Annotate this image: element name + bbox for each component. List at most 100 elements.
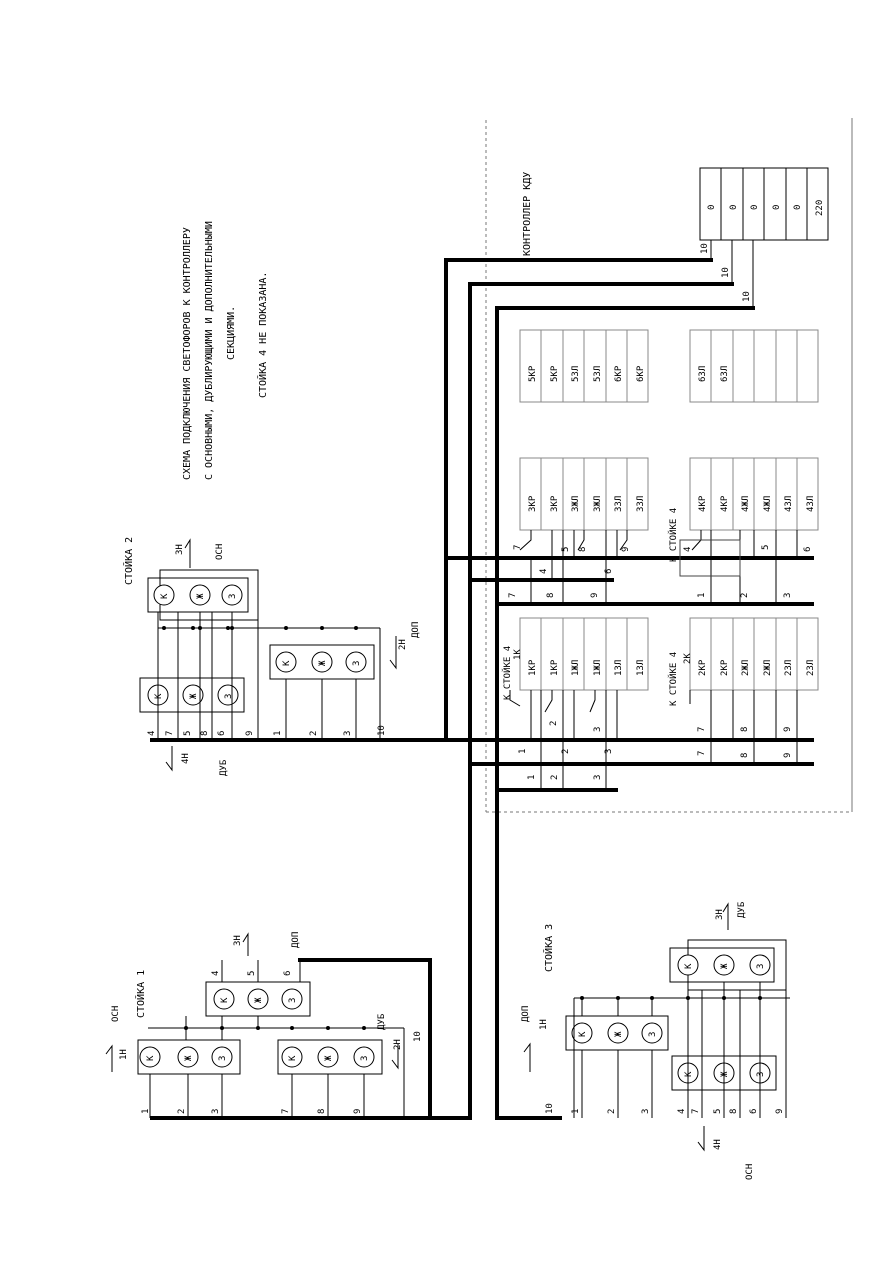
stand-3-lamp-zh: Ж (720, 1071, 730, 1077)
stand-1-dop: ДОП (291, 932, 301, 948)
block-c-cell-4: 3ЖЛ (593, 496, 603, 512)
block-d-caption: К СТОЙКЕ 4 (667, 508, 679, 562)
stand-2-dop-z: З (352, 661, 362, 666)
stand-3-main: ОСН (745, 1164, 755, 1180)
wire-num: 8 (740, 753, 750, 758)
stand-3-dop-k: К (578, 1031, 588, 1037)
terminal-block-e: 5КР 5КР 5ЗЛ 5ЗЛ 6КР 6КР (519, 329, 649, 403)
block-c-cell-5: 3ЗЛ (614, 496, 624, 512)
stand-1-main: ОСН (111, 1006, 121, 1022)
common-label-1: 10 (700, 243, 710, 254)
terminal-block-a: 1КР 1КР 1ЖЛ 1ЖЛ 1ЗЛ 1ЗЛ К СТОЙКЕ 4 1К (501, 617, 649, 700)
stand-1-wire: 6 (283, 971, 293, 976)
stand-1-wire: 9 (353, 1109, 363, 1114)
description-block: СХЕМА ПОДКЛЮЧЕНИЯ СВЕТОФОРОВ К КОНТРОЛЛЕ… (182, 221, 269, 480)
power-cell-4: 0 (772, 205, 782, 210)
wire-num: 4 (683, 547, 693, 552)
stand-2-dub-zh: Ж (189, 693, 199, 699)
stand-1-wire: 8 (317, 1109, 327, 1114)
stand-3-dop-z: З (648, 1032, 658, 1037)
block-a-cell-2: 1КР (550, 659, 560, 676)
wire-num: 7 (508, 593, 518, 598)
stand-1-dub-z: З (360, 1056, 370, 1061)
stand-2-main: ОСН (215, 544, 225, 560)
wire-num: 3 (593, 727, 603, 732)
stand-3-wire: 10 (545, 1103, 555, 1114)
wire-num: 9 (621, 547, 631, 552)
stand-2-dub-z: З (224, 694, 234, 699)
block-b-cell-6: 2ЗЛ (806, 660, 816, 676)
stand-3-wire: 7 (691, 1109, 701, 1114)
block-e-cell-2: 5КР (550, 365, 560, 382)
block-a-cell-3: 1ЖЛ (571, 660, 581, 676)
block-d-cell-5: 4ЗЛ (784, 496, 794, 512)
stand-1-dub-k: К (288, 1055, 298, 1061)
stand-2: СТОЙКА 2 К Ж З 3Н ОСН К Ж З К Ж З 2Н ДОП (122, 537, 421, 776)
stand-3-dub-k: К (684, 963, 694, 969)
block-b-cell-4: 2ЖЛ (763, 660, 773, 676)
wire-num: 1 (527, 775, 537, 780)
stand-3-wire: 4 (677, 1109, 687, 1114)
controller-wire-numbers: 1 1 2 2 3 3 2 3 7 7 8 8 9 9 7 4 8 5 9 6 … (508, 545, 813, 780)
controller-boundary: КОНТРОЛЛЕР КДУ (485, 118, 853, 813)
description-line-3: СЕКЦИЯМИ. (226, 306, 237, 360)
stand-3-dub-z: З (756, 964, 766, 969)
wire-num: 6 (803, 547, 813, 552)
block-c-cell-2: 3КР (550, 495, 560, 512)
stand-3-wire: 2 (607, 1109, 617, 1114)
wire-num: 3 (783, 593, 793, 598)
stand-2-wire: 8 (200, 731, 210, 736)
stand-1-wire: 5 (247, 971, 257, 976)
stand-3-dir-1: 1Н (539, 1019, 549, 1030)
block-f-cell-1: 6ЗЛ (698, 366, 708, 382)
wire-num: 6 (604, 569, 614, 574)
block-d-cell-2: 4КР (720, 495, 730, 512)
wire-num: 7 (697, 751, 707, 756)
block-c-cell-6: 3ЗЛ (636, 496, 646, 512)
wire-num: 1 (697, 593, 707, 598)
stand-2-lamp-k: К (160, 593, 170, 599)
wire-num: 9 (783, 727, 793, 732)
controller-wires (509, 530, 798, 790)
block-e-cell-1: 5КР (528, 365, 538, 382)
stand-3-title: СТОЙКА 3 (542, 924, 555, 972)
stand-2-dir-3: 3Н (175, 544, 185, 555)
stand-2-title: СТОЙКА 2 (122, 537, 135, 585)
wire-num: 9 (590, 593, 600, 598)
block-a-cell-4: 1ЖЛ (593, 660, 603, 676)
stand-3-dir-3: 3Н (715, 909, 725, 920)
stand-1-dop-zh: Ж (254, 997, 264, 1003)
block-b-caption: К СТОЙКЕ 4 (667, 652, 679, 706)
stand-2-wire: 6 (217, 731, 227, 736)
block-c-cell-1: 3КР (528, 495, 538, 512)
stand-3-lamp-k: К (684, 1071, 694, 1077)
stand-3-lamp-z: З (756, 1072, 766, 1077)
block-b-cell-1: 2КР (698, 659, 708, 676)
stand-3-dop: ДОП (521, 1006, 531, 1022)
stand-2-wire: 9 (245, 731, 255, 736)
stand-2-wire: 3 (343, 731, 353, 736)
wire-num: 5 (561, 547, 571, 552)
stand-3-dir-4: 4Н (713, 1139, 723, 1150)
stand-2-dop-k: К (282, 660, 292, 666)
stand-1-dop-k: К (220, 997, 230, 1003)
wire-num: 2 (561, 749, 571, 754)
stand-2-dop-zh: Ж (318, 660, 328, 666)
power-cell-3: 0 (750, 205, 760, 210)
stand-3-dop-zh: Ж (614, 1031, 624, 1037)
block-e-cell-6: 6КР (636, 365, 646, 382)
wire-num: 3 (604, 749, 614, 754)
block-f-cell-2: 6ЗЛ (720, 366, 730, 382)
wire-num: 2 (550, 775, 560, 780)
stand-1-dir-1: 1Н (119, 1049, 129, 1060)
stand-1-wire: 1 (141, 1109, 151, 1114)
description-line-1: СХЕМА ПОДКЛЮЧЕНИЯ СВЕТОФОРОВ К КОНТРОЛЛЕ… (182, 227, 193, 480)
stand-2-wire: 1 (273, 731, 283, 736)
stand-1-wire: 4 (211, 971, 221, 976)
block-b-caption-num: 2К (683, 653, 693, 664)
controller-title: КОНТРОЛЛЕР КДУ (522, 172, 533, 256)
block-a-cell-5: 1ЗЛ (614, 660, 624, 676)
block-d-cell-6: 4ЗЛ (806, 496, 816, 512)
block-b-cell-3: 2ЖЛ (741, 660, 751, 676)
